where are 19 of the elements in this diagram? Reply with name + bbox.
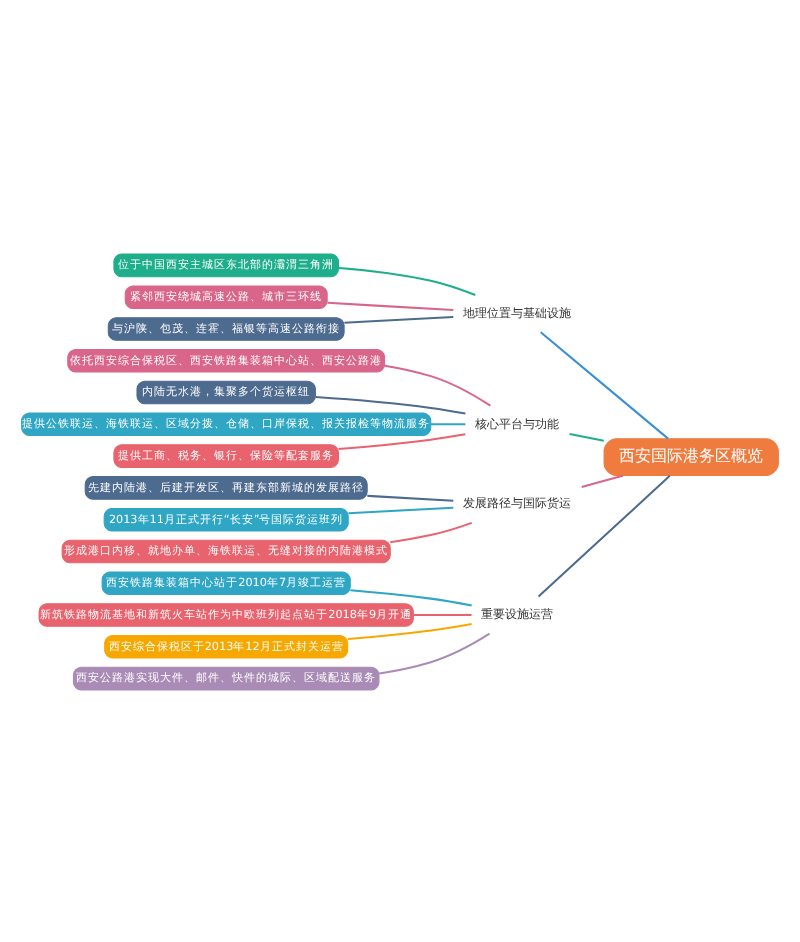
connector [384,363,491,406]
connector [540,330,669,439]
connector [537,474,671,597]
connector [413,613,472,616]
connector [338,432,466,450]
node-box: 西安国际港务区概览 [603,437,779,476]
connector [569,432,604,441]
connector [581,473,624,487]
connector [350,588,472,606]
connector [379,631,491,674]
connector [367,493,454,501]
connector [347,621,472,640]
connector [338,265,476,296]
connector [315,395,466,414]
connector [348,505,454,514]
connector [327,300,454,311]
connector [431,422,466,425]
connector [344,314,454,323]
connector [390,520,473,543]
